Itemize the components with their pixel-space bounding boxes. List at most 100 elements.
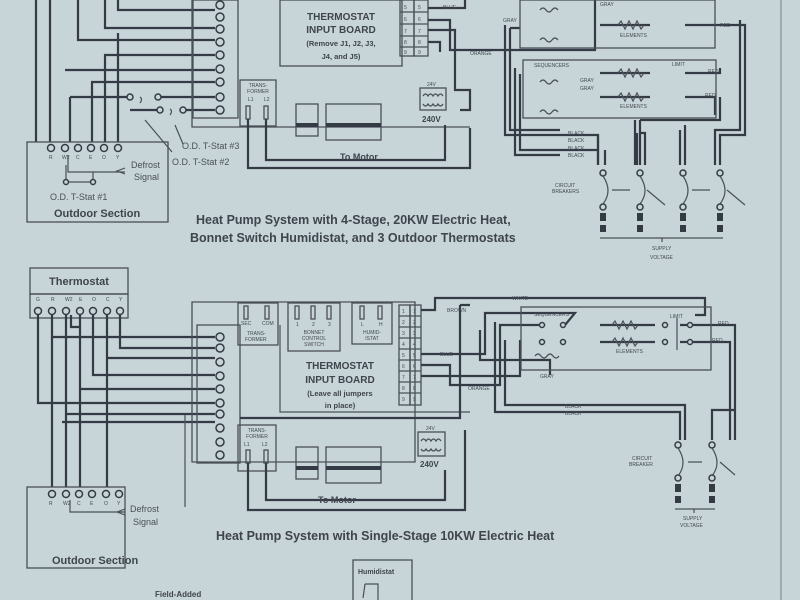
top-transformer-label: TRANS- xyxy=(249,83,268,89)
top-control-wires xyxy=(34,0,215,142)
svg-text:8: 8 xyxy=(413,386,416,392)
top-sequencer-box-2 xyxy=(522,59,717,119)
top-numbered-terminal-block xyxy=(399,0,429,57)
bottom-240v-label: 240V xyxy=(420,460,439,469)
bottom-board-title-2: INPUT BOARD xyxy=(305,375,374,386)
svg-text:7: 7 xyxy=(413,375,416,381)
svg-text:E: E xyxy=(89,155,93,161)
humid-label: HUMID- xyxy=(363,330,381,336)
bottom-caption: Heat Pump System with Single-Stage 10KW … xyxy=(216,529,555,543)
top-transformer-block xyxy=(239,79,277,127)
top-input-board-box xyxy=(279,0,403,67)
bottom-terminal-screws xyxy=(215,332,225,460)
humidistat-switch xyxy=(362,583,379,600)
svg-text:W2: W2 xyxy=(62,155,70,161)
bonnet-control-switch-block xyxy=(287,302,341,352)
top-elements-label-2: ELEMENTS xyxy=(620,104,648,110)
svg-text:6: 6 xyxy=(418,17,421,23)
top-wire-gray-label: GRAY xyxy=(503,18,517,24)
top-sequencer-box-1 xyxy=(519,0,716,49)
svg-text:Y: Y xyxy=(117,501,121,507)
top-circuit-breakers xyxy=(599,169,746,242)
bottom-motor-wires xyxy=(246,430,467,512)
bottom-wire-gray-label: GRAY xyxy=(540,374,554,380)
svg-text:4: 4 xyxy=(413,342,416,348)
bottom-24v-label: 24V xyxy=(426,426,436,432)
svg-text:W2: W2 xyxy=(63,501,71,507)
top-wire-blue-label: BLUE xyxy=(443,5,457,11)
bottom-red-label-2: RED xyxy=(712,338,723,344)
top-defrost-label: Defrost xyxy=(131,160,161,170)
field-added-label: Field-Added xyxy=(155,590,201,599)
top-l1-label: L1 xyxy=(248,97,254,103)
top-motor-relay xyxy=(295,103,382,141)
svg-text:2: 2 xyxy=(413,320,416,326)
humid-label-2: ISTAT xyxy=(365,336,378,342)
top-limit-label: LIMIT xyxy=(672,62,685,68)
svg-text:4: 4 xyxy=(402,342,405,348)
bottom-wire-blue-label: BLUE xyxy=(440,352,454,358)
od-tstat-3-label: O.D. T-Stat #3 xyxy=(182,141,239,151)
top-diagram: O.D. T-Stat #2 O.D. T-Stat #3 THERMOSTAT… xyxy=(26,0,747,261)
bottom-board-note-2: in place) xyxy=(325,401,356,410)
bottom-outdoor-section-label: Outdoor Section xyxy=(52,555,138,567)
top-transformer-label-2: FORMER xyxy=(247,89,269,95)
bottom-board-title-1: THERMOSTAT xyxy=(306,361,374,372)
top-caption-line-2: Bonnet Switch Humidistat, and 3 Outdoor … xyxy=(190,231,516,245)
bottom-board-note-1: (Leave all jumpers xyxy=(307,389,372,398)
top-outdoor-section-label: Outdoor Section xyxy=(54,208,140,220)
top-outdoor-section-box xyxy=(26,141,169,223)
bottom-wire-brown-label: BROWN xyxy=(447,308,467,314)
top-black-label-3: BLACK xyxy=(568,146,585,152)
bottom-l1-label: L1 xyxy=(244,442,250,448)
bottom-transformer-label-2: FORMER xyxy=(245,337,267,343)
top-board-note-2: J4, and J5) xyxy=(322,52,361,61)
top-to-motor-label: To Motor xyxy=(340,152,378,162)
top-24v-label: 24V xyxy=(427,82,437,88)
svg-text:8: 8 xyxy=(404,40,407,46)
sec-com-transformer-block xyxy=(237,302,279,346)
top-wire-gray-label-3: GRAY xyxy=(580,78,594,84)
svg-text:Y: Y xyxy=(119,297,123,303)
bottom-transformer-block xyxy=(237,424,277,472)
bonnet-label: BONNET xyxy=(304,330,325,336)
svg-text:2: 2 xyxy=(402,320,405,326)
bottom-red-label: RED xyxy=(718,321,729,327)
svg-text:Y: Y xyxy=(116,155,120,161)
top-black-label-2: BLACK xyxy=(568,138,585,144)
bottom-black-label: BLACK xyxy=(565,404,582,410)
humidistat-terminal-block xyxy=(351,302,393,345)
thermostat-label: Thermostat xyxy=(49,276,109,288)
top-board-title-1: THERMOSTAT xyxy=(307,12,375,23)
od-tstat-1-label: O.D. T-Stat #1 xyxy=(50,192,107,202)
bottom-numbered-terminal-block xyxy=(398,304,422,406)
bottom-supply-label-2: VOLTAGE xyxy=(680,523,704,529)
bonnet-terminal-2: 2 xyxy=(312,322,315,328)
svg-text:R: R xyxy=(51,297,55,303)
bottom-sequencers-label: SEQUENCERS xyxy=(534,312,570,318)
bottom-black-label-2: BLACK xyxy=(565,411,582,417)
bottom-wire-orange-label: ORANGE xyxy=(468,386,490,392)
bottom-lower-transformer-label-2: FORMER xyxy=(246,434,268,440)
bottom-element-resistors xyxy=(534,318,694,359)
top-circuit-breakers-label-2: BREAKERS xyxy=(552,189,580,195)
top-black-label: BLACK xyxy=(568,131,585,137)
top-board-note-1: (Remove J1, J2, J3, xyxy=(306,39,375,48)
od-tstat-2-label: O.D. T-Stat #2 xyxy=(172,157,229,167)
svg-text:9: 9 xyxy=(418,50,421,56)
top-wire-gray-label-4: GRAY xyxy=(580,86,594,92)
svg-text:9: 9 xyxy=(413,397,416,403)
bottom-motor-relay xyxy=(295,446,382,484)
svg-text:9: 9 xyxy=(404,50,407,56)
top-motor-wires xyxy=(246,119,472,170)
bottom-supply-label: SUPPLY xyxy=(683,516,703,522)
top-terminal-screws xyxy=(215,0,225,115)
sec-label: SEC xyxy=(241,321,252,327)
od-tstat-switches xyxy=(126,93,187,153)
svg-text:E: E xyxy=(90,501,94,507)
